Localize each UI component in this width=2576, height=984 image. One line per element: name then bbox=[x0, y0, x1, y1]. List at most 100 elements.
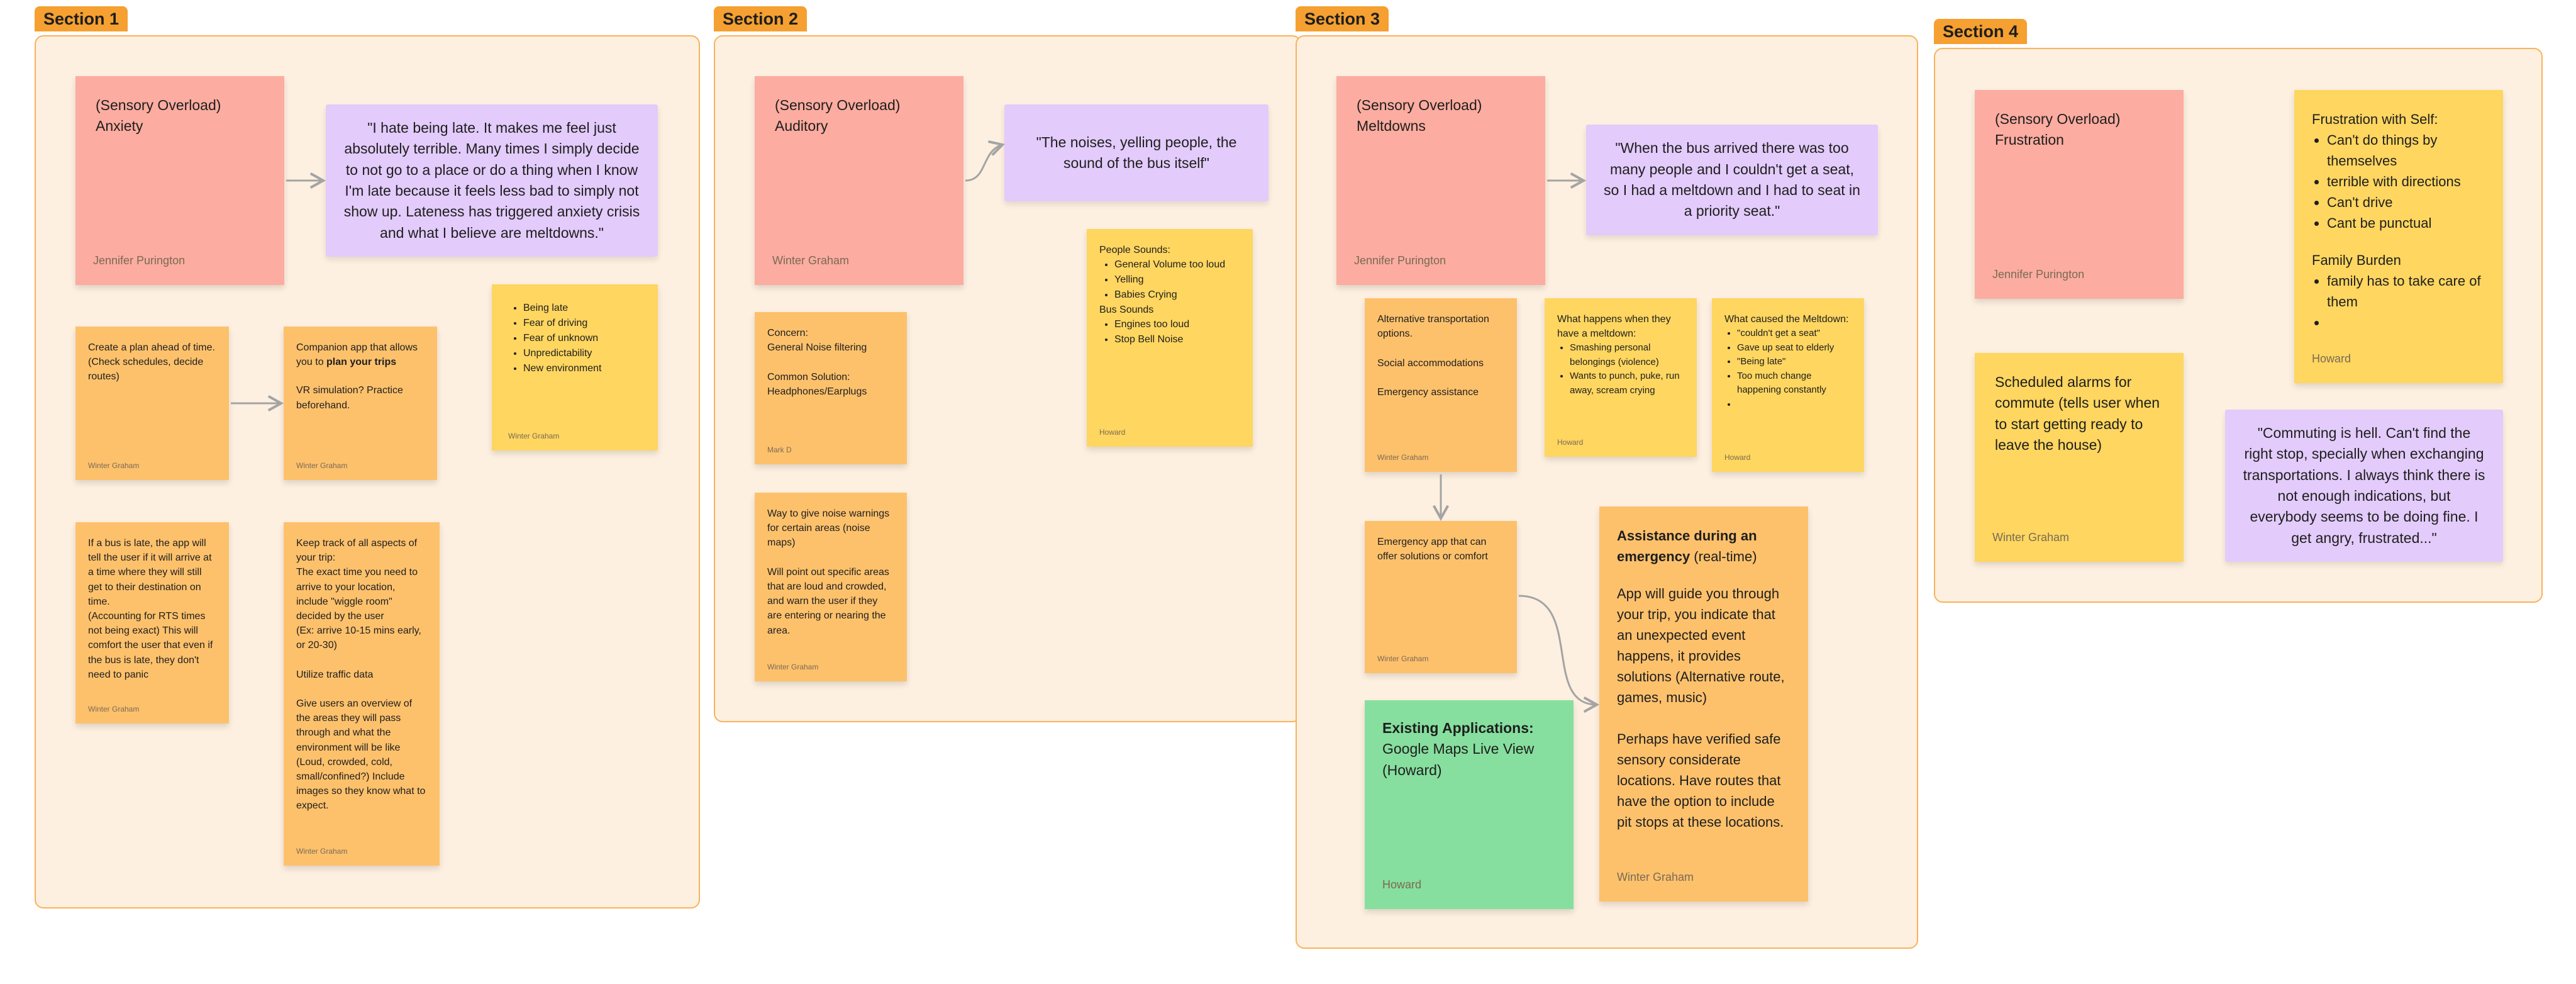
sticky-author: Winter Graham bbox=[1992, 531, 2070, 544]
sticky-author: Winter Graham bbox=[88, 705, 140, 713]
sticky-author: Jennifer Purington bbox=[93, 254, 186, 267]
list-item: Too much change happening constantly bbox=[1737, 369, 1852, 398]
quote-note-commuting[interactable]: "Commuting is hell. Can't find the right… bbox=[2225, 410, 2503, 562]
people-sounds-list: General Volume too loud Yelling Babies C… bbox=[1099, 257, 1240, 303]
sticky-note-anxiety[interactable]: (Sensory Overload) Anxiety Jennifer Puri… bbox=[75, 76, 284, 285]
sticky-note-emergency-app[interactable]: Emergency app that can offer solutions o… bbox=[1365, 521, 1517, 673]
sticky-note-scheduled-alarms[interactable]: Scheduled alarms for commute (tells user… bbox=[1975, 353, 2184, 562]
list-item: Smashing personal belongings (violence) bbox=[1570, 341, 1684, 369]
family-burden-list: family has to take care of them bbox=[2312, 271, 2485, 333]
sticky-text: Google Maps Live View (Howard) bbox=[1382, 741, 1535, 778]
sticky-author: Howard bbox=[1099, 428, 1126, 437]
sticky-note-noise-maps[interactable]: Way to give noise warnings for certain a… bbox=[755, 493, 907, 681]
self-frustration-list: Can't do things by themselves terrible w… bbox=[2312, 130, 2485, 233]
sticky-note-bus-late[interactable]: If a bus is late, the app will tell the … bbox=[75, 522, 229, 724]
section-2-label[interactable]: Section 2 bbox=[714, 6, 808, 31]
connector-arrow[interactable] bbox=[965, 140, 1005, 182]
section-1-label[interactable]: Section 1 bbox=[35, 6, 128, 31]
sticky-text: Scheduled alarms for commute (tells user… bbox=[1995, 374, 2160, 454]
sticky-note-what-caused[interactable]: What caused the Meltdown: "couldn't get … bbox=[1712, 298, 1864, 472]
meltdown-actions-list: Smashing personal belongings (violence) … bbox=[1557, 341, 1684, 398]
sticky-note-people-sounds[interactable]: People Sounds: General Volume too loud Y… bbox=[1087, 229, 1253, 447]
sticky-author: Howard bbox=[2312, 352, 2351, 365]
list-item: Fear of unknown bbox=[523, 331, 641, 346]
quote-text: "When the bus arrived there was too many… bbox=[1604, 140, 1860, 220]
sticky-author: Winter Graham bbox=[88, 461, 140, 470]
sticky-text-emphasis: plan your trips bbox=[326, 357, 397, 368]
list-item: "couldn't get a seat" bbox=[1737, 327, 1852, 341]
sticky-text: If a bus is late, the app will tell the … bbox=[88, 538, 213, 680]
list-item: Stop Bell Noise bbox=[1114, 332, 1240, 347]
sticky-title: Assistance during an emergency (real-tim… bbox=[1617, 525, 1790, 567]
sticky-note-auditory[interactable]: (Sensory Overload) Auditory Winter Graha… bbox=[755, 76, 963, 285]
list-item: Unpredictability bbox=[523, 346, 641, 361]
sticky-text: Emergency app that can offer solutions o… bbox=[1377, 537, 1488, 562]
quote-note-noises[interactable]: "The noises, yelling people, the sound o… bbox=[1004, 104, 1269, 201]
sticky-text: Keep track of all aspects of your trip: … bbox=[296, 538, 426, 812]
list-item: family has to take care of them bbox=[2327, 271, 2485, 312]
sticky-author: Winter Graham bbox=[508, 432, 560, 440]
sticky-note-plan-ahead[interactable]: Create a plan ahead of time. (Check sche… bbox=[75, 327, 229, 480]
quote-text: "I hate being late. It makes me feel jus… bbox=[343, 119, 640, 241]
list-item: Cant be punctual bbox=[2327, 213, 2485, 233]
list-item: New environment bbox=[523, 361, 641, 376]
sticky-author: Winter Graham bbox=[296, 461, 348, 470]
sticky-text: App will guide you through your trip, yo… bbox=[1617, 586, 1785, 830]
list-item: "Being late" bbox=[1737, 355, 1852, 369]
sticky-note-what-happens[interactable]: What happens when they have a meltdown: … bbox=[1545, 298, 1697, 457]
sticky-author: Winter Graham bbox=[1377, 453, 1429, 462]
list-heading: What happens when they have a meltdown: bbox=[1557, 314, 1671, 340]
sticky-title: (Sensory Overload) Meltdowns bbox=[1357, 97, 1482, 135]
sticky-note-existing-apps[interactable]: Existing Applications: Google Maps Live … bbox=[1365, 700, 1574, 909]
sticky-note-frustration[interactable]: (Sensory Overload) Frustration Jennifer … bbox=[1975, 90, 2184, 299]
sticky-note-companion-app[interactable]: Companion app that allows you to plan yo… bbox=[284, 327, 437, 480]
list-item: Can't drive bbox=[2327, 192, 2485, 213]
sticky-title: Existing Applications: bbox=[1382, 720, 1534, 736]
quote-note-lateness[interactable]: "I hate being late. It makes me feel jus… bbox=[326, 104, 658, 257]
sticky-text: Alternative transportation options. Soci… bbox=[1377, 314, 1489, 398]
sticky-text: Concern: General Noise filtering Common … bbox=[767, 328, 867, 397]
section-4-label[interactable]: Section 4 bbox=[1934, 19, 2028, 44]
sticky-author: Mark D bbox=[767, 445, 792, 454]
list-item: Babies Crying bbox=[1114, 288, 1240, 303]
sticky-note-emergency-assistance[interactable]: Assistance during an emergency (real-tim… bbox=[1599, 506, 1808, 902]
list-heading: Family Burden bbox=[2312, 252, 2401, 268]
sticky-author: Winter Graham bbox=[1617, 871, 1694, 883]
quote-text: "The noises, yelling people, the sound o… bbox=[1036, 133, 1237, 171]
connector-arrow[interactable] bbox=[1518, 595, 1600, 713]
sticky-title: (Sensory Overload) Frustration bbox=[1995, 111, 2121, 148]
section-3-label[interactable]: Section 3 bbox=[1296, 6, 1389, 31]
list-heading: What caused the Meltdown: bbox=[1724, 314, 1849, 325]
bus-sounds-list: Engines too loud Stop Bell Noise bbox=[1099, 317, 1240, 347]
list-item: Fear of driving bbox=[523, 316, 641, 331]
quote-note-bus-crowded[interactable]: "When the bus arrived there was too many… bbox=[1586, 125, 1878, 235]
list-item: Wants to punch, puke, run away, scream c… bbox=[1570, 369, 1684, 398]
sticky-title: (Sensory Overload) Auditory bbox=[775, 97, 901, 135]
sticky-author: Jennifer Purington bbox=[1992, 268, 2085, 281]
meltdown-causes-list: "couldn't get a seat" Gave up seat to el… bbox=[1724, 327, 1852, 411]
sticky-author: Winter Graham bbox=[1377, 654, 1429, 663]
fears-list: Being late Fear of driving Fear of unkno… bbox=[508, 301, 641, 376]
sticky-author: Winter Graham bbox=[296, 847, 348, 856]
sticky-note-frustration-self[interactable]: Frustration with Self: Can't do things b… bbox=[2294, 90, 2503, 383]
sticky-author: Winter Graham bbox=[767, 663, 819, 671]
sticky-text: Way to give noise warnings for certain a… bbox=[767, 508, 890, 636]
sticky-author: Howard bbox=[1557, 438, 1584, 447]
sticky-note-noise-concern[interactable]: Concern: General Noise filtering Common … bbox=[755, 312, 907, 464]
list-item: Can't do things by themselves bbox=[2327, 130, 2485, 171]
list-item: Being late bbox=[523, 301, 641, 316]
sticky-note-meltdowns[interactable]: (Sensory Overload) Meltdowns Jennifer Pu… bbox=[1336, 76, 1545, 285]
list-item: Yelling bbox=[1114, 272, 1240, 288]
sticky-title: (Sensory Overload) Anxiety bbox=[96, 97, 221, 135]
sticky-text-part: Companion app that allows you to bbox=[296, 342, 418, 368]
sticky-title-suffix: (real-time) bbox=[1690, 549, 1757, 564]
sticky-author: Jennifer Purington bbox=[1354, 254, 1446, 267]
sticky-note-track-trip[interactable]: Keep track of all aspects of your trip: … bbox=[284, 522, 440, 866]
sticky-text-secondary: VR simulation? Practice beforehand. bbox=[296, 385, 403, 411]
sticky-note-fears-list[interactable]: Being late Fear of driving Fear of unkno… bbox=[492, 284, 658, 450]
sticky-title-bold: Assistance during an emergency bbox=[1617, 528, 1757, 564]
sticky-note-alt-transport[interactable]: Alternative transportation options. Soci… bbox=[1365, 298, 1517, 472]
sticky-author: Winter Graham bbox=[772, 254, 850, 267]
sticky-text: Companion app that allows you to plan yo… bbox=[296, 340, 425, 369]
